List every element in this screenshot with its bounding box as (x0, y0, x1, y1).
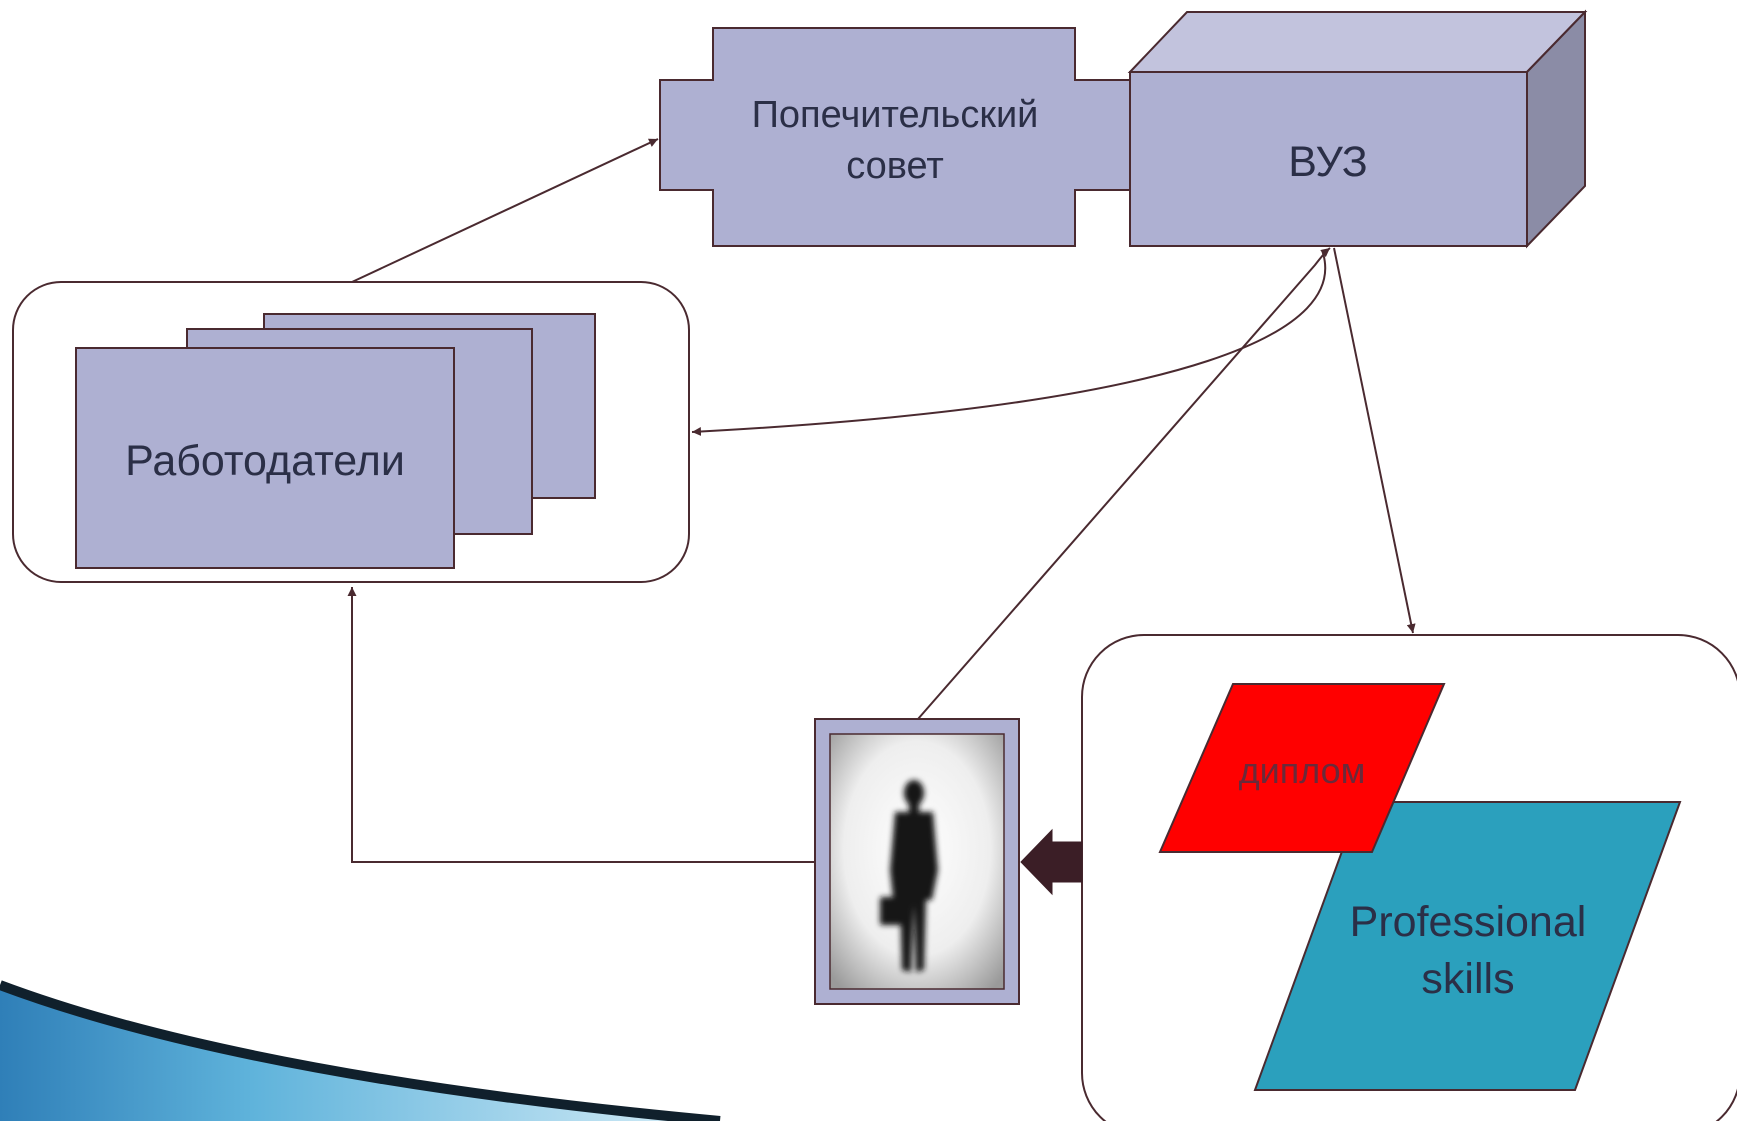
university-label: ВУЗ (1288, 138, 1368, 186)
employers-label: Работодатели (125, 437, 405, 485)
arrow-employers-to-trustees (351, 138, 659, 283)
graduate-node[interactable] (814, 718, 1020, 1005)
trustees-label-line2: совет (846, 145, 944, 187)
connectors (347, 138, 1416, 863)
trustees-label-line1: Попечительский (752, 94, 1039, 136)
employer-card-front (75, 347, 455, 569)
block-arrow-outcome-to-graduate (1020, 828, 1083, 896)
skills-shape (1253, 801, 1682, 1091)
skills-node[interactable]: Professional skills (1253, 801, 1682, 1091)
skills-label-line1: Professional (1350, 898, 1587, 946)
university-top-face (1127, 11, 1588, 73)
decorative-stripe (0, 980, 721, 1121)
university-node[interactable]: ВУЗ (1127, 9, 1588, 249)
arrow-university-to-employers (691, 249, 1327, 437)
arrow-graduate-to-employers (347, 587, 815, 863)
arrow-graduate-to-university (917, 247, 1331, 720)
trustees-shape (659, 27, 1131, 247)
arrow-university-to-outcome (1333, 247, 1416, 634)
employers-node[interactable]: Работодатели (75, 313, 596, 569)
skills-label-line2: skills (1421, 955, 1514, 1003)
diploma-label: диплом (1239, 750, 1366, 791)
university-front-face (1129, 71, 1528, 247)
person-silhouette-icon (880, 780, 938, 972)
trustees-node[interactable]: Попечительский совет (659, 27, 1131, 247)
diploma-shape (1158, 683, 1446, 853)
diploma-node[interactable]: диплом (1158, 683, 1446, 853)
